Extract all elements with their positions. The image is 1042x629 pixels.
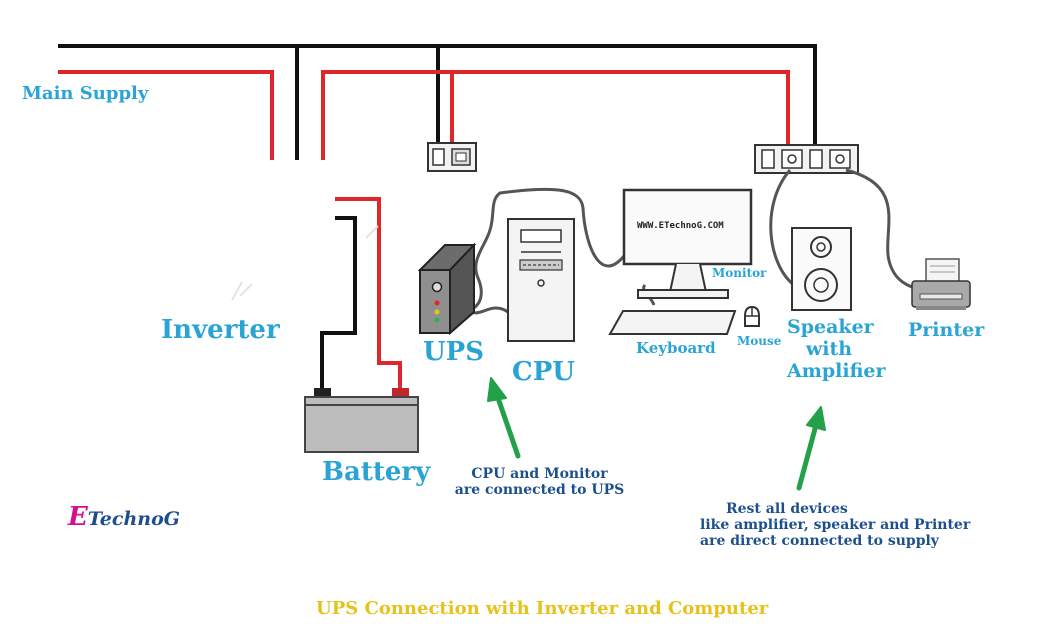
cpu-label: CPU: [512, 357, 575, 387]
logo-letter: E: [68, 502, 88, 532]
ups-label: UPS: [423, 337, 485, 367]
mouse-label: Mouse: [737, 334, 782, 348]
inverter-label: Inverter: [161, 315, 280, 345]
cpu-tower: [507, 218, 575, 342]
speaker-label-line2: with: [805, 337, 853, 360]
arrow-to-cpu: [487, 377, 521, 459]
cpu-monitor-note: CPU and Monitor are connected to UPS: [452, 466, 627, 498]
printer-label: Printer: [908, 319, 985, 341]
speaker-label-line1: Speaker: [787, 316, 874, 338]
monitor: [622, 188, 753, 299]
rest-note-line3: are direct connected to supply: [700, 533, 939, 550]
watermark-strokes: [231, 225, 379, 301]
monitor-label: Monitor: [712, 266, 767, 280]
battery-label: Battery: [322, 457, 431, 487]
mouse: [744, 305, 760, 327]
monitor-screen-text: WWW.ETechnoG.COM: [637, 221, 724, 231]
speaker-label-line3: Amplifier: [787, 359, 886, 382]
battery-wires: [320, 197, 402, 390]
red-wire-left: [58, 70, 274, 160]
black-wire-top: [58, 44, 817, 146]
red-wire-main: [321, 70, 790, 160]
logo-text: TechnoG: [87, 508, 180, 530]
cpu-note-line1: CPU and Monitor: [471, 466, 608, 482]
main-supply-wires: [58, 44, 817, 160]
battery-red-wire: [335, 197, 402, 390]
main-supply-label: Main Supply: [22, 83, 149, 104]
monitor-cable: [469, 187, 626, 312]
keyboard-label: Keyboard: [636, 339, 716, 357]
diagram-caption: UPS Connection with Inverter and Compute…: [316, 598, 769, 619]
battery: [304, 388, 419, 453]
rest-note-line1: Rest all devices: [726, 501, 848, 517]
arrow-to-speaker: [796, 406, 826, 491]
cpu-note-line2: are connected to UPS: [454, 482, 625, 499]
speaker: [791, 227, 852, 311]
main-socket-board: [754, 144, 859, 174]
speaker-cable: [769, 169, 795, 287]
ups-unit: [417, 242, 477, 336]
printer-cable: [845, 168, 916, 290]
battery-black-wire: [320, 216, 357, 390]
ups-socket-board: [427, 142, 477, 172]
speaker-amplifier-label: Speaker with Amplifier: [787, 316, 886, 383]
keyboard: [608, 310, 737, 335]
green-arrows: [487, 377, 826, 491]
etechnog-logo: ETechnoG: [68, 502, 180, 533]
printer: [911, 258, 971, 310]
rest-note-line2: like amplifier, speaker and Printer: [700, 517, 971, 534]
rest-devices-note: Rest all devices like amplifier, speaker…: [700, 501, 970, 549]
